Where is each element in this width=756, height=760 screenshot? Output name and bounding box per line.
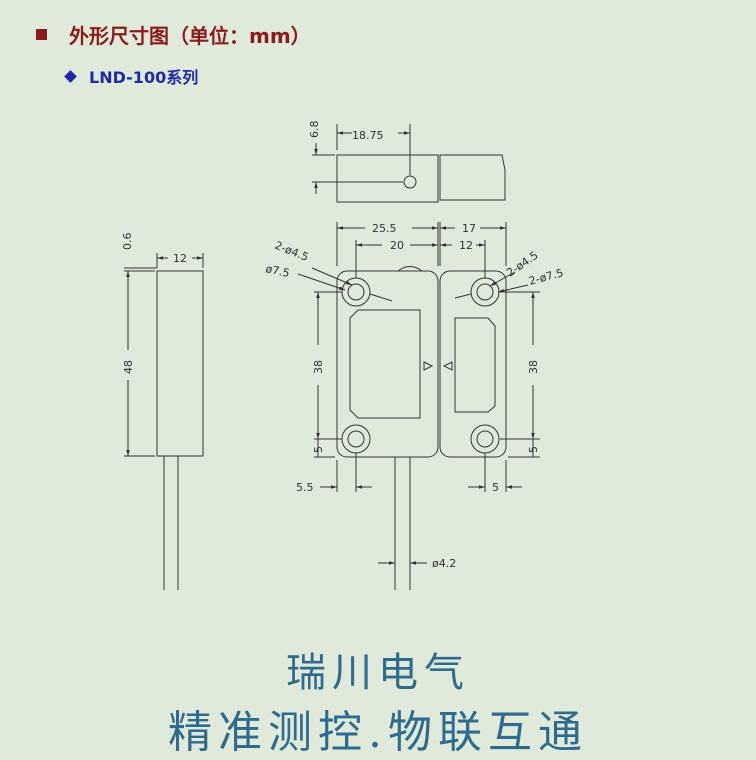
dim-cable-diameter: ø4.2 [432,557,456,570]
dim-left-vertical: 38 [312,360,325,374]
dim-side-width: 12 [173,252,187,265]
front-view-right-window [454,317,496,413]
front-view-left-body [336,270,439,458]
section-heading: 外形尺寸图（单位：mm） [36,20,311,49]
dim-side-length: 48 [122,360,135,374]
dim-front-left-width: 25.5 [372,222,397,235]
dim-hole-right-large: 2-ø7.5 [527,266,564,288]
brand-slogan: 精准测控.物联互通 [168,707,588,758]
dim-left-bottom: 5 [312,446,325,453]
dim-hole-left-large: ø7.5 [264,262,290,280]
dim-top-height: 6.8 [308,121,321,139]
section-heading-text: 外形尺寸图（单位：mm） [69,24,311,48]
top-view-hole [403,175,417,189]
front-view-right-body [439,270,507,458]
dim-front-left-hole-spacing: 20 [390,239,404,252]
dim-right-vertical: 38 [527,360,540,374]
top-view-left-body [336,154,439,203]
dim-right-bottom: 5 [527,446,540,453]
dim-top-width: 18.75 [352,129,384,142]
dim-right-offset: 5 [492,481,499,494]
dim-hole-left-small: 2-ø4.5 [273,239,311,264]
dim-front-right-width: 17 [462,222,476,235]
top-view [312,124,506,203]
square-bullet-icon [36,29,47,40]
side-view [124,253,204,590]
dim-front-right-hole-spacing: 12 [459,239,473,252]
top-view-right-body [439,154,506,201]
dim-side-top: 0.6 [121,233,134,251]
side-view-body [156,270,204,457]
series-heading-text: LND-100系列 [89,68,199,87]
series-heading: LND-100系列 [64,64,198,88]
front-view-left-window [349,309,421,419]
brand-name: 瑞川电气 [286,650,470,696]
dim-left-offset: 5.5 [296,481,314,494]
front-view [297,222,540,590]
